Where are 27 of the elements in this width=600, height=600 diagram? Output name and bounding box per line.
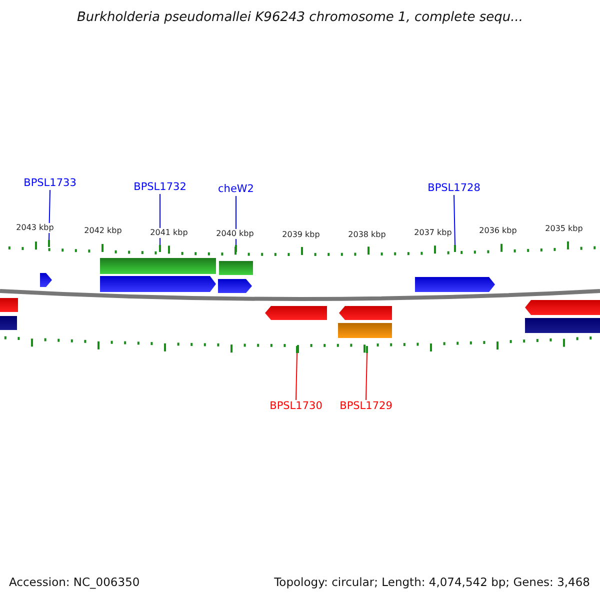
tick-mark (454, 245, 456, 252)
scale-label: 2040 kbp (215, 229, 255, 239)
scale-label: 2036 kbp (478, 226, 518, 236)
gene-label: BPSL1732 (134, 181, 186, 194)
scale-label: 2037 kbp (413, 228, 453, 238)
scale-label: 2038 kbp (347, 230, 387, 240)
scale-label: 2043 kbp (15, 223, 55, 233)
leader-line (454, 194, 456, 246)
info-text: Accession: NC_006350 (9, 575, 140, 589)
chart-title: Burkholderia pseudomallei K96243 chromosome 1, complete sequ... (76, 10, 524, 25)
scale-label: 2041 kbp (149, 228, 189, 238)
tick-mark (296, 346, 298, 353)
scale-label: 2039 kbp (281, 230, 321, 240)
leader-line (296, 352, 298, 400)
tick-mark (48, 240, 50, 247)
scale-label: 2042 kbp (83, 226, 123, 236)
tick-mark (159, 245, 161, 252)
gene-label: BPSL1728 (428, 182, 480, 195)
gene-label: BPSL1730 (270, 400, 322, 413)
tick-mark (366, 346, 368, 353)
info-text: Topology: circular; Length: 4,074,542 bp; Genes: 3,468 (274, 575, 590, 589)
leader-line (366, 352, 368, 400)
gene-label: BPSL1729 (340, 400, 392, 413)
scale-label: 2035 kbp (544, 224, 584, 234)
tick-mark (235, 245, 237, 252)
gene-label: BPSL1733 (24, 177, 76, 190)
gene-label: cheW2 (218, 183, 254, 196)
